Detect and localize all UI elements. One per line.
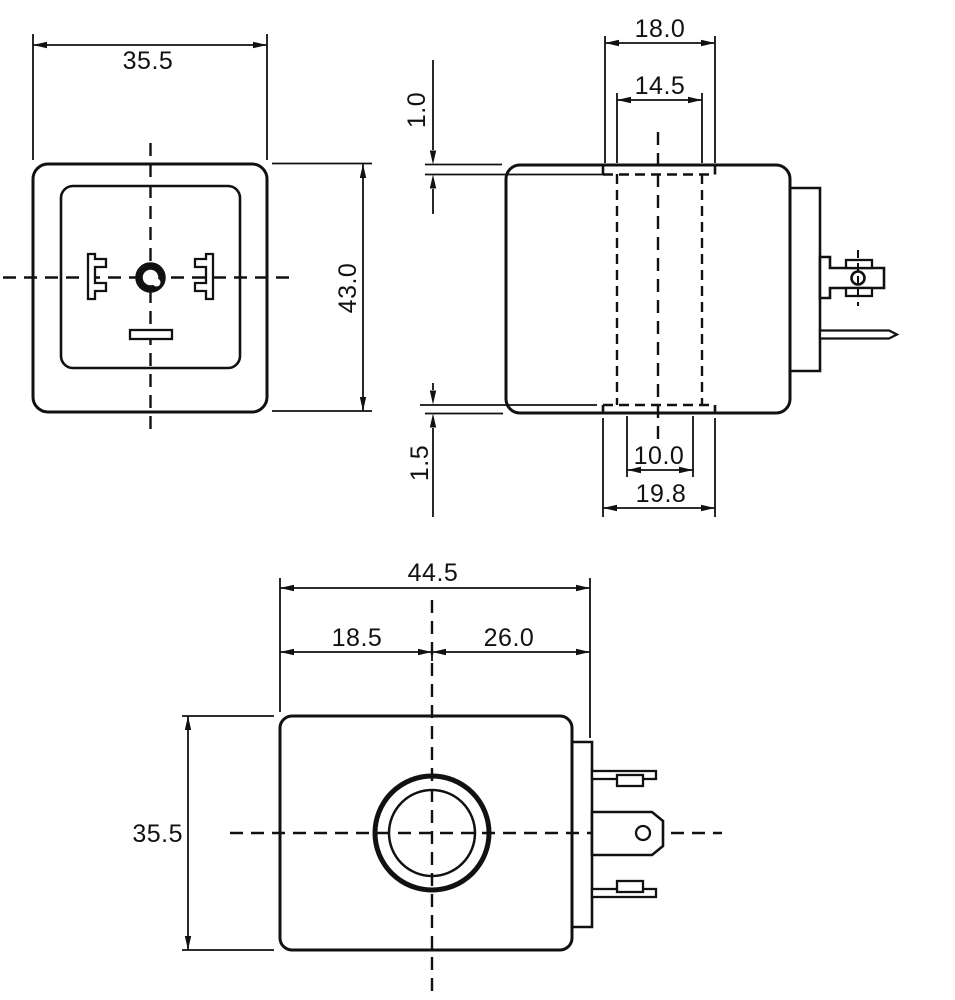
dim-arrow (429, 390, 437, 428)
dim-arrow (603, 504, 715, 512)
dim-ext-line (626, 416, 694, 477)
bottom-view-dimensions: 44.5 18.5 26.0 35.5 (132, 559, 591, 951)
bottom-center-block (590, 810, 665, 857)
bottom-tube-outer-ring (372, 773, 492, 893)
dim-label-bottom-bore: 10.0 (634, 442, 685, 470)
bottom-center-block-hole (634, 824, 652, 842)
bottom-body (278, 714, 574, 952)
dim-label-front-width: 35.5 (123, 47, 174, 75)
dim-ext-line (602, 418, 716, 517)
dim-label-top-bore: 14.5 (635, 72, 686, 100)
dim-ext-line (272, 162, 372, 412)
bottom-tube-inner-ring (387, 788, 477, 878)
side-view (420, 132, 900, 445)
dim-ext-line (279, 578, 591, 738)
front-outer-body (31, 162, 269, 414)
dim-label-offset-right: 26.0 (484, 624, 535, 652)
bottom-flange (572, 740, 594, 929)
dim-label-top-slot: 18.0 (635, 15, 686, 43)
front-center-screw-highlight (152, 278, 161, 287)
front-right-pin (193, 252, 215, 301)
dim-arrow (280, 648, 590, 656)
dim-ext-line (616, 93, 703, 163)
dim-ext-line (604, 36, 716, 163)
dim-label-top-recess: 1.0 (403, 92, 431, 128)
side-body (504, 163, 792, 415)
front-view (3, 143, 292, 433)
dim-ext-line (182, 715, 274, 951)
dim-label-front-height: 43.0 (334, 263, 362, 314)
dim-label-bottom-height: 35.5 (132, 820, 183, 848)
dim-label-bottom-recess: 1.5 (406, 445, 434, 481)
dim-arrow (627, 466, 693, 474)
side-flange (790, 186, 822, 373)
side-ground-pin (818, 329, 900, 340)
front-view-dimensions: 35.5 43.0 (32, 34, 372, 412)
dim-ext-line (32, 34, 268, 160)
front-inner-face (59, 184, 242, 370)
side-view-dimensions: 18.0 14.5 1.0 1.5 10.0 19.8 (403, 15, 716, 517)
bottom-view (230, 600, 722, 997)
dim-arrow (429, 150, 437, 189)
recess-bottom-steps (601, 405, 717, 413)
bottom-bottom-pin-clip (615, 879, 645, 894)
recess-top-steps (601, 165, 717, 175)
bottom-top-pin-clip (615, 773, 645, 788)
front-ground-slot (128, 328, 174, 341)
dim-label-bottom-slot: 19.8 (636, 480, 687, 508)
dim-label-overall-width: 44.5 (408, 559, 459, 587)
dim-label-offset-left: 18.5 (332, 624, 383, 652)
front-left-pin (86, 252, 108, 301)
